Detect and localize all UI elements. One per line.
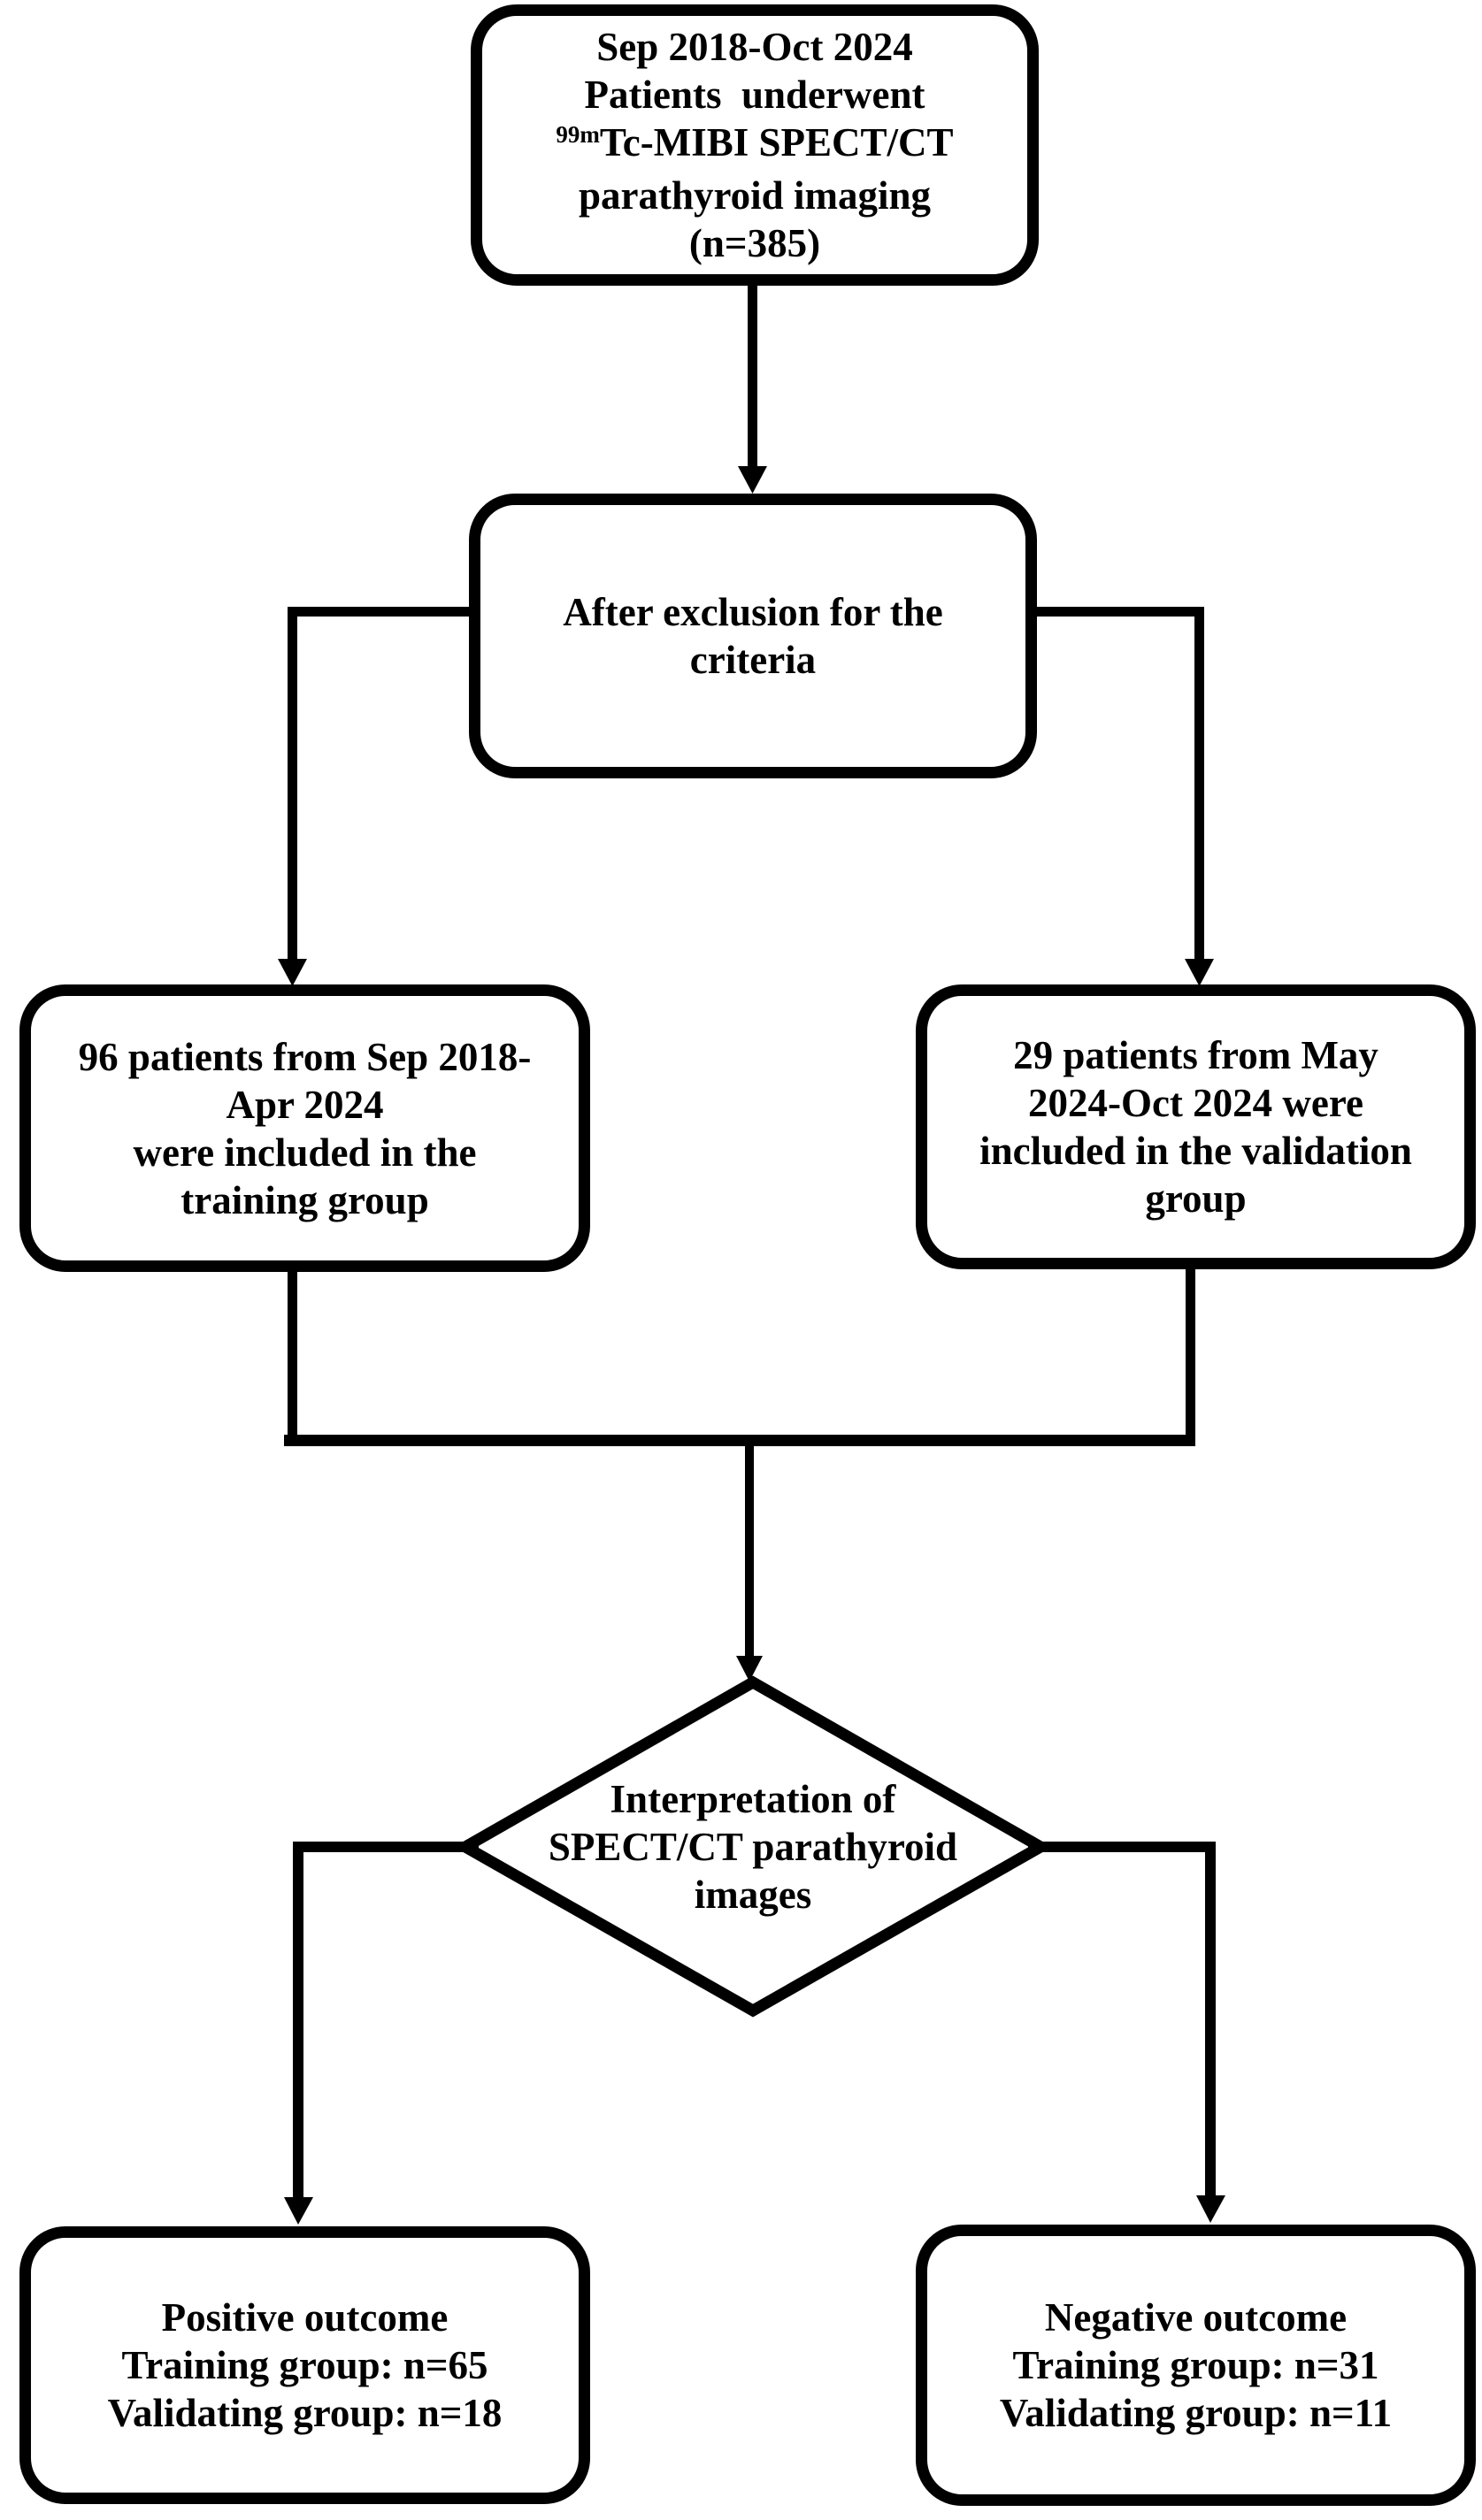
decision-line-2: SPECT/CT parathyroid xyxy=(548,1825,958,1869)
training-line-1: 96 patients from Sep 2018- xyxy=(78,1034,532,1079)
node-decision-text: Interpretation of SPECT/CT parathyroid i… xyxy=(549,1775,957,1919)
isotope-label: Tc-MIBI SPECT/CT xyxy=(599,120,954,165)
edge-validation-merge-vline xyxy=(1186,1269,1195,1445)
decision-line-3: images xyxy=(694,1873,812,1917)
node-validation-group: 29 patients from May 2024-Oct 2024 were … xyxy=(916,984,1476,1269)
validation-line-2: 2024-Oct 2024 were xyxy=(1027,1081,1364,1125)
merge-bar xyxy=(284,1435,1195,1446)
enrollment-line-2: Patients underwent xyxy=(584,73,925,117)
edge-exclusion-training-arrowhead xyxy=(278,959,307,986)
node-negative-text: Negative outcome Training group: n=31 Va… xyxy=(1000,2294,1392,2437)
edge-decision-positive-hline xyxy=(293,1842,479,1852)
exclusion-line-1: After exclusion for the xyxy=(563,590,943,634)
node-negative-outcome: Negative outcome Training group: n=31 Va… xyxy=(916,2225,1476,2506)
negative-validating-count: Validating group: n=11 xyxy=(999,2391,1393,2435)
enrollment-count: (n=385) xyxy=(688,221,821,265)
edge-enrollment-exclusion-arrowhead xyxy=(738,466,767,494)
node-enrollment: Sep 2018-Oct 2024 Patients underwent 99m… xyxy=(471,4,1039,286)
training-line-3: were included in the xyxy=(133,1130,477,1175)
exclusion-line-2: criteria xyxy=(689,638,817,682)
edge-decision-negative-arrowhead xyxy=(1196,2195,1225,2223)
enrollment-line-1: Sep 2018-Oct 2024 xyxy=(596,25,913,69)
positive-line-1: Positive outcome xyxy=(161,2295,449,2340)
node-validation-text: 29 patients from May 2024-Oct 2024 were … xyxy=(979,1031,1412,1222)
node-enrollment-text: Sep 2018-Oct 2024 Patients underwent 99m… xyxy=(556,23,953,267)
node-training-group: 96 patients from Sep 2018- Apr 2024 were… xyxy=(19,984,590,1272)
decision-diamond-shape xyxy=(453,1675,1053,2018)
enrollment-line-3: 99mTc-MIBI SPECT/CT xyxy=(556,119,953,172)
negative-training-count: Training group: n=31 xyxy=(1012,2343,1379,2387)
edge-decision-negative-hline xyxy=(1028,1842,1216,1852)
positive-training-count: Training group: n=65 xyxy=(121,2343,488,2387)
edge-decision-positive-vline xyxy=(293,1842,303,2199)
node-positive-text: Positive outcome Training group: n=65 Va… xyxy=(108,2294,503,2437)
node-training-text: 96 patients from Sep 2018- Apr 2024 were… xyxy=(79,1033,532,1224)
isotope-superscript: 99m xyxy=(556,121,600,148)
validation-line-4: group xyxy=(1145,1176,1247,1221)
edge-decision-negative-vline xyxy=(1205,1842,1216,2197)
edge-training-merge-vline xyxy=(288,1272,297,1445)
validation-line-3: included in the validation xyxy=(979,1129,1412,1173)
validation-line-1: 29 patients from May xyxy=(1013,1033,1378,1077)
edge-enrollment-exclusion-line xyxy=(748,280,757,469)
node-positive-outcome: Positive outcome Training group: n=65 Va… xyxy=(19,2226,590,2504)
edge-exclusion-training-vline xyxy=(288,607,297,961)
edge-exclusion-training-hline xyxy=(288,607,475,617)
decision-line-1: Interpretation of xyxy=(610,1777,896,1821)
edge-merge-decision-line xyxy=(745,1444,754,1658)
edge-exclusion-validation-arrowhead xyxy=(1185,959,1214,986)
enrollment-line-4: parathyroid imaging xyxy=(579,173,931,218)
edge-exclusion-validation-hline xyxy=(1031,607,1204,617)
positive-validating-count: Validating group: n=18 xyxy=(107,2391,503,2435)
edge-merge-decision-arrowhead xyxy=(736,1656,763,1681)
edge-exclusion-validation-vline xyxy=(1194,607,1204,961)
negative-line-1: Negative outcome xyxy=(1044,2295,1348,2340)
edge-decision-positive-arrowhead xyxy=(284,2197,313,2225)
node-decision-label: Interpretation of SPECT/CT parathyroid i… xyxy=(488,1758,1018,1935)
node-exclusion-text: After exclusion for the criteria xyxy=(563,588,943,684)
training-line-4: training group xyxy=(180,1177,429,1222)
training-line-2: Apr 2024 xyxy=(226,1082,384,1127)
node-exclusion: After exclusion for the criteria xyxy=(469,494,1037,778)
